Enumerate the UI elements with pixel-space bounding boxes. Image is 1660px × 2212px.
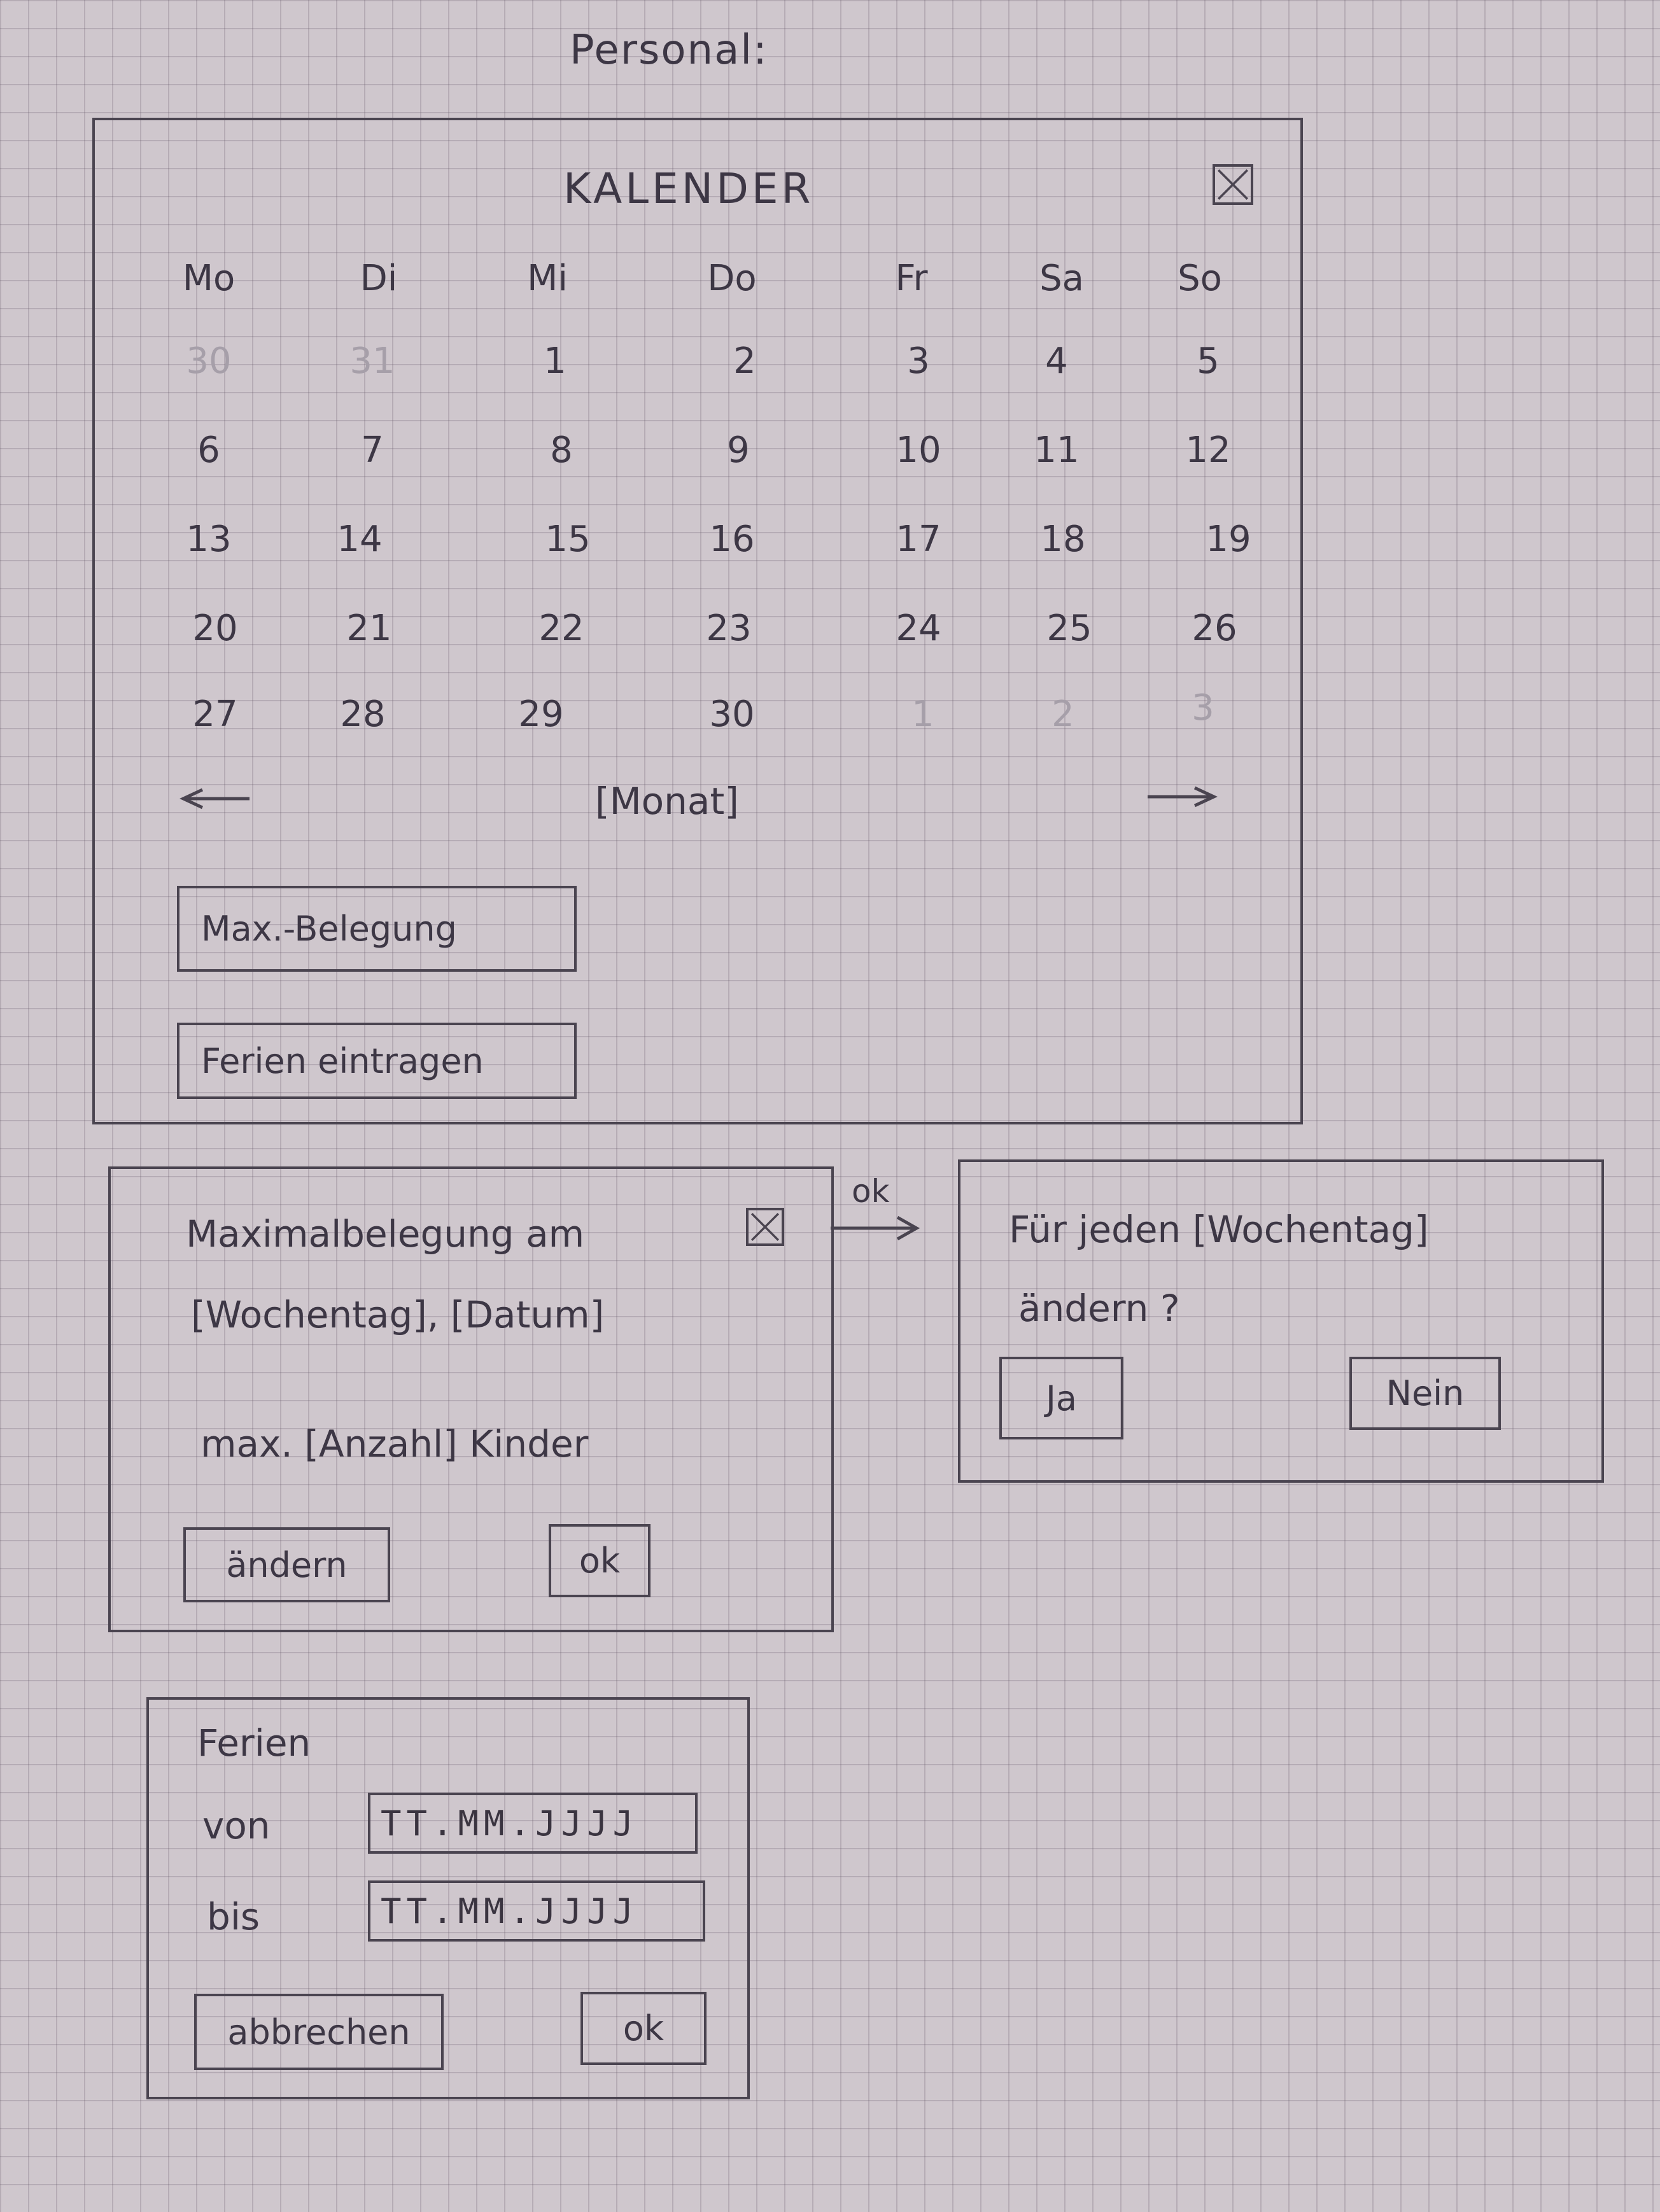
calendar-day[interactable]: 2 [733,340,756,382]
month-label: [Monat] [595,780,739,823]
calendar-day[interactable]: 23 [706,608,752,649]
calendar-day[interactable]: 26 [1192,608,1237,649]
from-date-field[interactable]: TT.MM.JJJJ [368,1793,698,1854]
max-dialog-count: max. [Anzahl] Kinder [200,1422,589,1466]
weekday-sa: Sa [1039,258,1084,299]
close-icon[interactable] [1213,164,1253,205]
to-label: bis [207,1895,260,1938]
page-title: Personal: [570,27,768,74]
max-dialog-date: [Wochentag], [Datum] [191,1293,605,1336]
calendar-day[interactable]: 10 [896,430,941,471]
calendar-day[interactable]: 2 [1052,694,1074,735]
calendar-title: KALENDER [563,164,814,213]
calendar-day[interactable]: 30 [186,340,232,382]
next-month-arrow-icon[interactable] [1143,784,1219,809]
change-button[interactable]: ändern [183,1527,390,1602]
calendar-day[interactable]: 24 [896,608,941,649]
calendar-day[interactable]: 18 [1040,519,1086,560]
flow-arrow-icon [827,1212,923,1244]
calendar-day[interactable]: 13 [186,519,232,560]
weekday-mo: Mo [182,258,236,299]
calendar-day[interactable]: 25 [1046,608,1092,649]
calendar-day[interactable]: 15 [545,519,591,560]
calendar-day[interactable]: 3 [1192,687,1214,729]
calendar-day[interactable]: 14 [337,519,383,560]
prev-month-arrow-icon[interactable] [178,786,255,811]
calendar-day[interactable]: 3 [907,340,930,382]
calendar-day[interactable]: 20 [192,608,238,649]
weekday-so: So [1178,258,1222,299]
max-dialog-heading: Maximalbelegung am [186,1212,585,1256]
calendar-day[interactable]: 28 [340,694,386,735]
calendar-day[interactable]: 11 [1034,430,1080,471]
calendar-day[interactable]: 4 [1045,340,1068,382]
calendar-day[interactable]: 21 [346,608,392,649]
cancel-button[interactable]: abbrechen [194,1994,444,2070]
calendar-day[interactable]: 12 [1185,430,1231,471]
calendar-day[interactable]: 1 [544,340,566,382]
calendar-day[interactable]: 9 [727,430,750,471]
close-icon[interactable] [746,1208,784,1246]
holiday-dialog-title: Ferien [197,1721,311,1765]
ok-button[interactable]: ok [549,1524,651,1597]
calendar-day[interactable]: 6 [197,430,220,471]
calendar-day[interactable]: 31 [349,340,395,382]
weekday-do: Do [707,258,757,299]
holiday-dialog [146,1697,750,2099]
weekday-fr: Fr [895,258,928,299]
calendar-day[interactable]: 22 [538,608,584,649]
max-occupancy-dialog [108,1166,834,1632]
calendar-day[interactable]: 5 [1197,340,1220,382]
calendar-day[interactable]: 27 [192,694,238,735]
flow-arrow-label: ok [852,1173,890,1210]
to-date-field[interactable]: TT.MM.JJJJ [368,1880,705,1942]
ok-button[interactable]: ok [580,1992,707,2065]
weekday-di: Di [360,258,398,299]
max-occupancy-button[interactable]: Max.-Belegung [177,886,577,972]
from-label: von [202,1804,271,1847]
confirm-question-end: ändern ? [1018,1287,1180,1330]
weekday-mi: Mi [527,258,568,299]
no-button[interactable]: Nein [1349,1357,1501,1430]
calendar-day[interactable]: 29 [518,694,564,735]
calendar-day[interactable]: 7 [361,430,384,471]
calendar-day[interactable]: 1 [911,694,934,735]
enter-holidays-button[interactable]: Ferien eintragen [177,1023,577,1099]
calendar-day[interactable]: 16 [709,519,755,560]
calendar-day[interactable]: 19 [1206,519,1251,560]
confirm-question: Für jeden [Wochentag] [1009,1208,1429,1251]
calendar-day[interactable]: 30 [709,694,755,735]
calendar-day[interactable]: 17 [896,519,941,560]
yes-button[interactable]: Ja [999,1357,1123,1439]
calendar-window [92,118,1303,1124]
calendar-day[interactable]: 8 [550,430,573,471]
confirm-dialog [958,1159,1604,1483]
